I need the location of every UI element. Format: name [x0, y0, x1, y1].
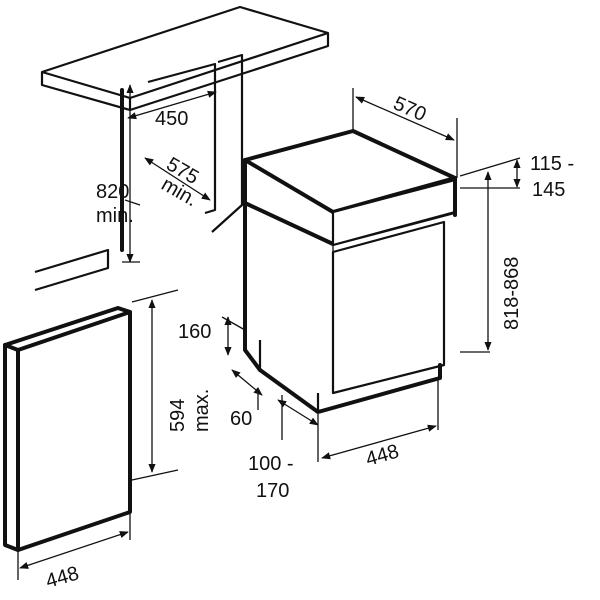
label-toe-height: 160 — [178, 321, 211, 343]
label-panel-height: 594 — [167, 399, 189, 432]
unit-dimensions — [221, 88, 521, 462]
label-panel-height-max: max. — [191, 389, 213, 432]
label-cabinet-width: 450 — [155, 108, 188, 130]
label-top-gap-max: 145 — [532, 179, 565, 201]
cabinet-niche — [34, 53, 244, 292]
panel-dimensions — [17, 289, 179, 580]
label-niche-height: 820 — [96, 181, 129, 203]
label-unit-height: 818-868 — [501, 257, 523, 330]
label-toe-depth: 60 — [230, 408, 252, 430]
dishwasher-body — [243, 129, 457, 414]
label-panel-width: 448 — [43, 562, 81, 592]
label-top-gap: 115 - — [530, 153, 574, 175]
worktop — [40, 5, 330, 112]
label-unit-depth: 570 — [390, 92, 429, 126]
label-niche-height-min: min. — [96, 205, 134, 227]
label-foot-gap: 100 - — [248, 453, 294, 475]
decor-panel — [3, 306, 132, 552]
label-foot-gap-max: 170 — [256, 480, 289, 502]
niche-dimensions — [122, 84, 217, 263]
